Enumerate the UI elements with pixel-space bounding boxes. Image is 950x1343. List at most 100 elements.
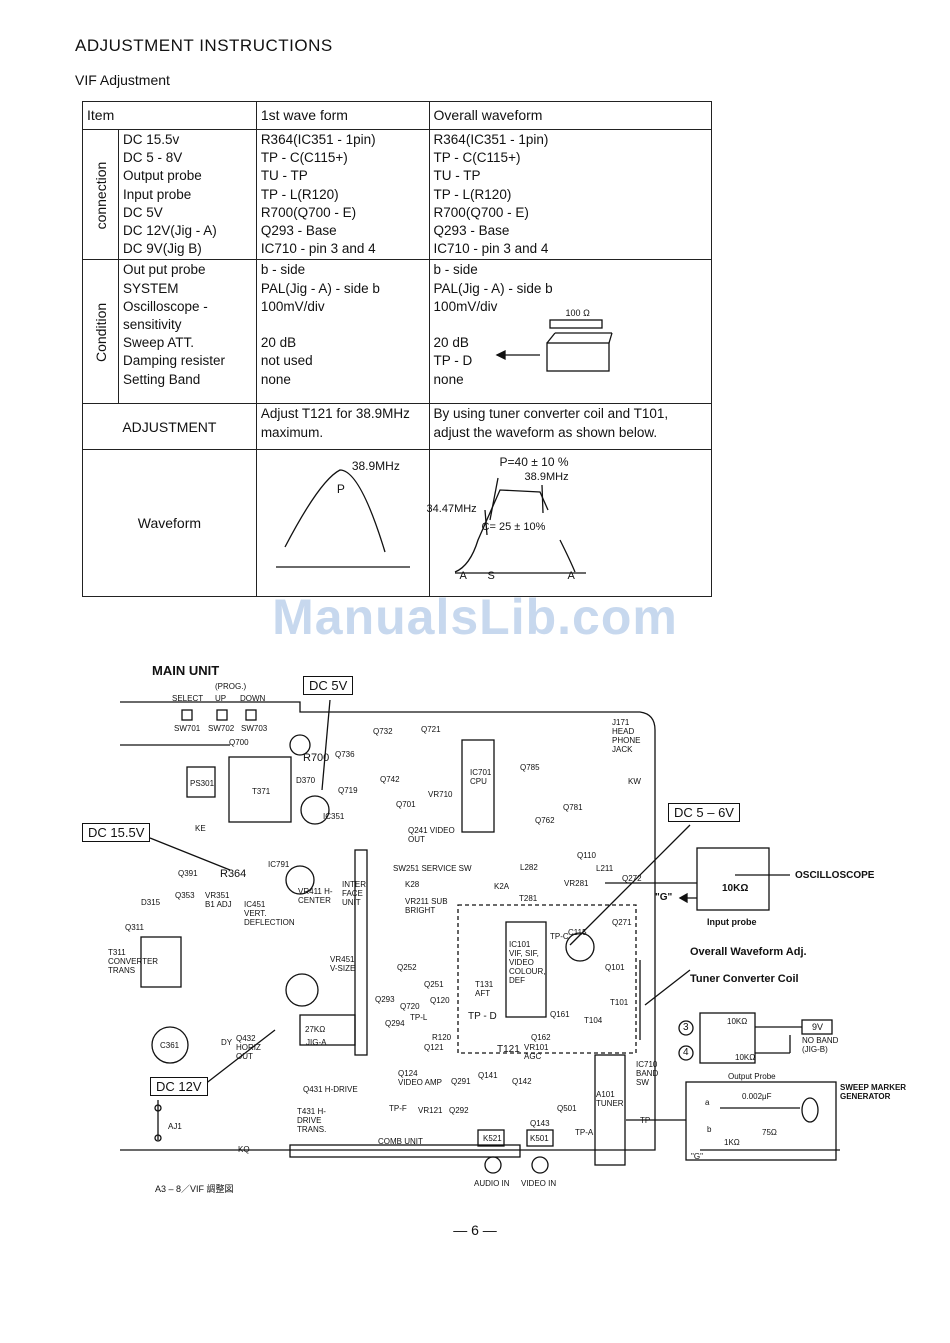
up-label: UP — [215, 694, 227, 703]
video-in: VIDEO IN — [521, 1179, 557, 1188]
ke: KE — [195, 824, 206, 833]
pin3: 3 — [683, 1022, 689, 1033]
dc12-box: DC 12V — [150, 1077, 208, 1096]
cell: IC710 - pin 3 and 4 — [260, 241, 376, 257]
q294: Q294 — [385, 1019, 405, 1028]
cell: Sweep ATT. — [122, 335, 195, 351]
kq: KQ — [238, 1145, 250, 1154]
main-unit-label: MAIN UNIT — [152, 663, 220, 678]
watermark: ManualsLib.com — [272, 589, 678, 645]
sw251: SW251 SERVICE SW — [393, 864, 472, 873]
main-board-outline — [120, 701, 656, 1151]
t281: T281 — [519, 894, 538, 903]
wave2-freq: 38.9MHz — [524, 471, 569, 484]
ic710: IC710 BAND SW — [636, 1060, 659, 1087]
k501: K501 — [530, 1134, 549, 1143]
r700-label: R700 — [303, 752, 330, 764]
vr211: VR211 SUB BRIGHT — [405, 897, 448, 915]
l282: L282 — [520, 863, 538, 872]
cell: R700(Q700 - E) — [433, 204, 529, 220]
switch-b: b — [707, 1125, 712, 1134]
cell: R364(IC351 - 1pin) — [260, 132, 376, 147]
d315: D315 — [141, 898, 161, 907]
audio-in: AUDIO IN — [474, 1179, 510, 1188]
resistor-value: 100 Ω — [565, 308, 590, 319]
tpd: TP - D — [468, 1011, 497, 1022]
probe-resistor: 10KΩ — [722, 883, 749, 894]
k2a: K2A — [494, 882, 510, 891]
jigb-r2: 10KΩ — [735, 1053, 756, 1062]
wave2-a2: A — [567, 570, 575, 583]
cell: TU - TP — [433, 168, 481, 184]
dy: DY — [221, 1038, 233, 1047]
cell: DC 5V — [122, 204, 163, 220]
dc5v-box: DC 5V — [303, 676, 354, 695]
prog-label: (PROG.) — [215, 682, 247, 691]
r1k: 1KΩ — [724, 1138, 740, 1147]
q742: Q742 — [380, 775, 400, 784]
cell: 100mV/div — [433, 298, 498, 314]
tpa: TP-A — [575, 1128, 594, 1137]
q101: Q101 — [605, 963, 625, 972]
dc155-box: DC 15.5V — [82, 823, 151, 842]
cell: sensitivity — [122, 317, 182, 333]
cell: Q293 - Base — [260, 223, 337, 239]
q720: Q720 — [400, 1002, 420, 1011]
cell: R364(IC351 - 1pin) — [433, 132, 549, 147]
q252: Q252 — [397, 963, 417, 972]
q721: Q721 — [421, 725, 441, 734]
res27k: 27KΩ — [305, 1025, 326, 1034]
condition-overall: b - side PAL(Jig - A) - side b 100mV/div… — [428, 259, 713, 405]
cell: R700(Q700 - E) — [260, 204, 357, 220]
q162: Q162 — [531, 1033, 551, 1042]
q142: Q142 — [512, 1077, 532, 1086]
tpc: TP-C — [550, 932, 569, 941]
q271: Q271 — [612, 918, 632, 927]
page-title: ADJUSTMENT INSTRUCTIONS — [75, 36, 333, 55]
cell: b - side — [433, 262, 478, 278]
q732: Q732 — [373, 727, 393, 736]
c115: C115 — [568, 928, 587, 937]
q431: Q431 H-DRIVE — [303, 1085, 358, 1094]
r364-label: R364 — [220, 868, 247, 880]
cell: TU - TP — [260, 168, 308, 184]
sw701: SW701 — [174, 724, 201, 733]
kw: KW — [628, 777, 641, 786]
input-probe-label: Input probe — [707, 917, 757, 927]
cell: none — [433, 371, 464, 387]
q161: Q161 — [550, 1010, 570, 1019]
q143: Q143 — [530, 1119, 550, 1128]
q701: Q701 — [396, 800, 416, 809]
adjustment-overall: By using tuner converter coil and T101, … — [428, 403, 713, 451]
a101: A101 TUNER — [596, 1090, 624, 1108]
t104: T104 — [584, 1016, 603, 1025]
page-number: — 6 — — [453, 1222, 497, 1238]
wave1-p: P — [336, 482, 345, 497]
wave1-freq: 38.9MHz — [351, 459, 400, 474]
cell: not used — [260, 353, 313, 369]
cell: b - side — [260, 262, 306, 278]
k521: K521 — [483, 1134, 502, 1143]
t121: T121 — [497, 1044, 520, 1055]
ic101: IC101 VIF, SIF, VIDEO COLOUR, DEF — [509, 940, 546, 985]
q700: Q700 — [229, 738, 249, 747]
q141: Q141 — [478, 1071, 498, 1080]
tpf: TP-F — [389, 1104, 407, 1113]
q353: Q353 — [175, 891, 195, 900]
vr281: VR281 — [564, 879, 589, 888]
cell: Oscilloscope - — [122, 298, 208, 314]
l211: L211 — [596, 864, 614, 873]
vr710: VR710 — [428, 790, 453, 799]
ic791: IC791 — [268, 860, 290, 869]
tpl: TP-L — [410, 1013, 428, 1022]
q251: Q251 — [424, 980, 444, 989]
wave2-a1: A — [459, 570, 467, 583]
ground2: "G" — [691, 1152, 703, 1161]
cell: TP - D — [433, 353, 473, 369]
cell: 100mV/div — [260, 298, 325, 314]
ic351: IC351 — [323, 812, 345, 821]
vr451: VR451 V-SIZE — [330, 955, 356, 973]
condition-1st: b - side PAL(Jig - A) - side b 100mV/div… — [255, 259, 430, 405]
t371: T371 — [252, 787, 271, 796]
overall-adj-label: Overall Waveform Adj. — [690, 946, 807, 958]
